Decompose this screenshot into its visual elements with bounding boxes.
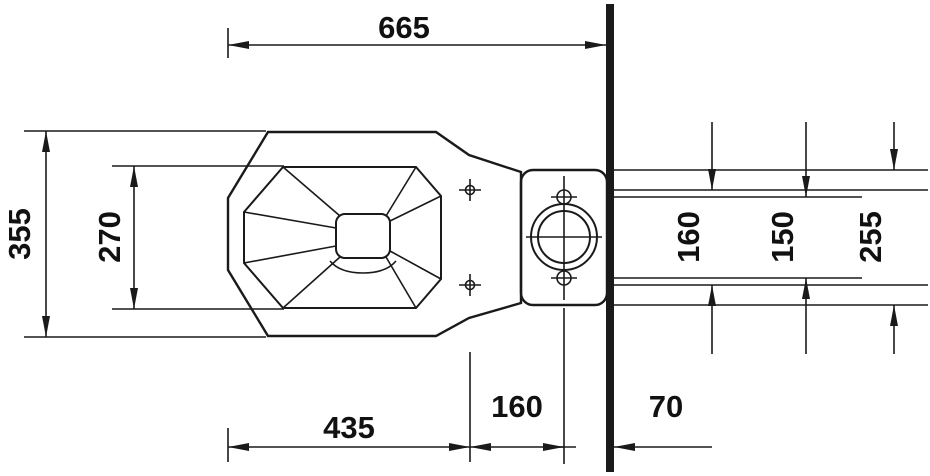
slope-line xyxy=(389,250,442,280)
dim-front-to-wall: 665 xyxy=(227,10,606,58)
dimension-label-270: 270 xyxy=(92,211,127,263)
bowl-inner-rim xyxy=(243,166,442,309)
fixing-hole-bottom xyxy=(459,274,481,296)
fixing-hole-circle xyxy=(464,279,476,291)
dim-front-to-fixing-holes: 435 xyxy=(227,352,471,462)
slope-line xyxy=(389,195,442,222)
dimension-label-160-right: 160 xyxy=(671,211,706,263)
bowl-slope-lines xyxy=(243,166,442,309)
dimension-label-255: 255 xyxy=(853,211,888,263)
dim-flange-holes-spacing: 150 xyxy=(614,122,862,354)
dim-rear-plate-width: 255 xyxy=(614,122,928,354)
slope-line xyxy=(385,166,417,217)
fixing-hole-circle xyxy=(464,184,476,196)
dimension-label-665: 665 xyxy=(378,10,430,45)
bowl-outer-outline xyxy=(226,130,523,338)
slope-line xyxy=(243,245,337,264)
slope-line xyxy=(243,211,337,229)
outlet-assembly xyxy=(526,176,602,464)
dimension-label-70: 70 xyxy=(649,389,683,424)
dimension-label-355: 355 xyxy=(2,208,37,260)
slope-line xyxy=(385,256,417,309)
fixing-hole-top xyxy=(459,179,481,201)
drain-opening xyxy=(335,213,391,259)
wall-line xyxy=(606,4,614,472)
dim-outlet-to-wall: 70 xyxy=(614,389,712,451)
rear-flange-plate xyxy=(519,168,609,307)
slope-line xyxy=(282,166,341,217)
dim-bowl-inner-width: 270 xyxy=(92,165,284,310)
toilet-plan-view xyxy=(226,130,609,464)
dim-fixing-holes-spacing: 160 xyxy=(614,122,928,354)
dim-fixing-holes-to-outlet: 160 xyxy=(470,389,564,451)
dimension-label-150: 150 xyxy=(765,211,800,263)
slope-line xyxy=(282,256,341,309)
dimension-label-435: 435 xyxy=(323,410,375,445)
trap-water-curve xyxy=(329,260,397,274)
dim-overall-width: 355 xyxy=(2,130,266,338)
dimension-label-160-bottom: 160 xyxy=(491,389,543,424)
